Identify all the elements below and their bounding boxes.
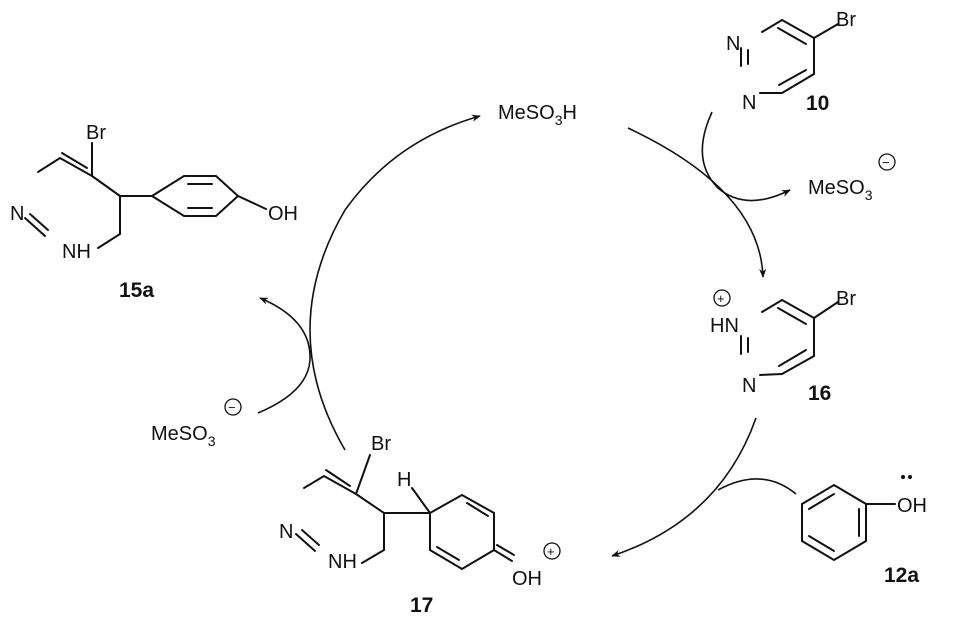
arrow-12a-in [717, 478, 797, 495]
arrow-addition [611, 417, 757, 557]
charge-circle-17 [543, 542, 561, 560]
compound-10-label: 10 [806, 92, 829, 115]
mesylic-acid-label: MeSO3H [498, 102, 577, 128]
c17-h: H [397, 469, 411, 491]
c15a-br: Br [86, 122, 106, 144]
c16-br: Br [836, 288, 856, 310]
compound-15a-label: 15a [119, 279, 154, 302]
c17-oh: OH [512, 568, 542, 590]
compound-10-structure: N N Br 10 [726, 9, 856, 115]
charge-circle-left [224, 398, 242, 416]
plus-charge-17: + [547, 544, 555, 559]
compound-12a-label: 12a [884, 564, 919, 587]
arrow-regeneration [309, 114, 481, 451]
charge-circle-16 [713, 289, 731, 307]
mesylate-anion-right: MeSO3 [808, 177, 873, 203]
c17-n: N [279, 521, 293, 543]
lone-pair-dot-1 [901, 475, 905, 479]
charge-circle-right [878, 153, 896, 171]
compound-12a-structure: OH 12a [801, 475, 927, 587]
c16-hn: HN [710, 315, 739, 337]
c10-br: Br [836, 9, 856, 31]
c15a-nh: NH [62, 241, 91, 263]
compound-17-structure: Br N NH H OH + 17 [279, 433, 561, 617]
mesylate-anion-left: MeSO3 [151, 423, 216, 449]
c10-n-bottom: N [742, 92, 756, 114]
c10-n-top: N [726, 33, 740, 55]
c12a-oh: OH [897, 495, 927, 517]
compound-16-label: 16 [808, 382, 831, 405]
c16-n-bottom: N [742, 375, 756, 397]
minus-charge-left: − [228, 400, 236, 415]
c17-br: Br [371, 433, 391, 455]
lone-pair-dot-2 [908, 475, 912, 479]
compound-16-structure: HN N Br + 16 [710, 288, 856, 405]
compound-17-label: 17 [410, 594, 433, 617]
plus-charge-16: + [717, 291, 725, 306]
c15a-n: N [10, 203, 24, 225]
minus-charge-right: − [882, 155, 890, 170]
c17-nh: NH [328, 551, 357, 573]
arrow-protonation [627, 127, 767, 278]
compound-15a-structure: Br N NH OH 15a [10, 122, 298, 302]
c15a-oh: OH [268, 203, 298, 225]
arrow-15a-release [257, 297, 311, 414]
arrow-10-in-mesylate-out [701, 111, 791, 202]
